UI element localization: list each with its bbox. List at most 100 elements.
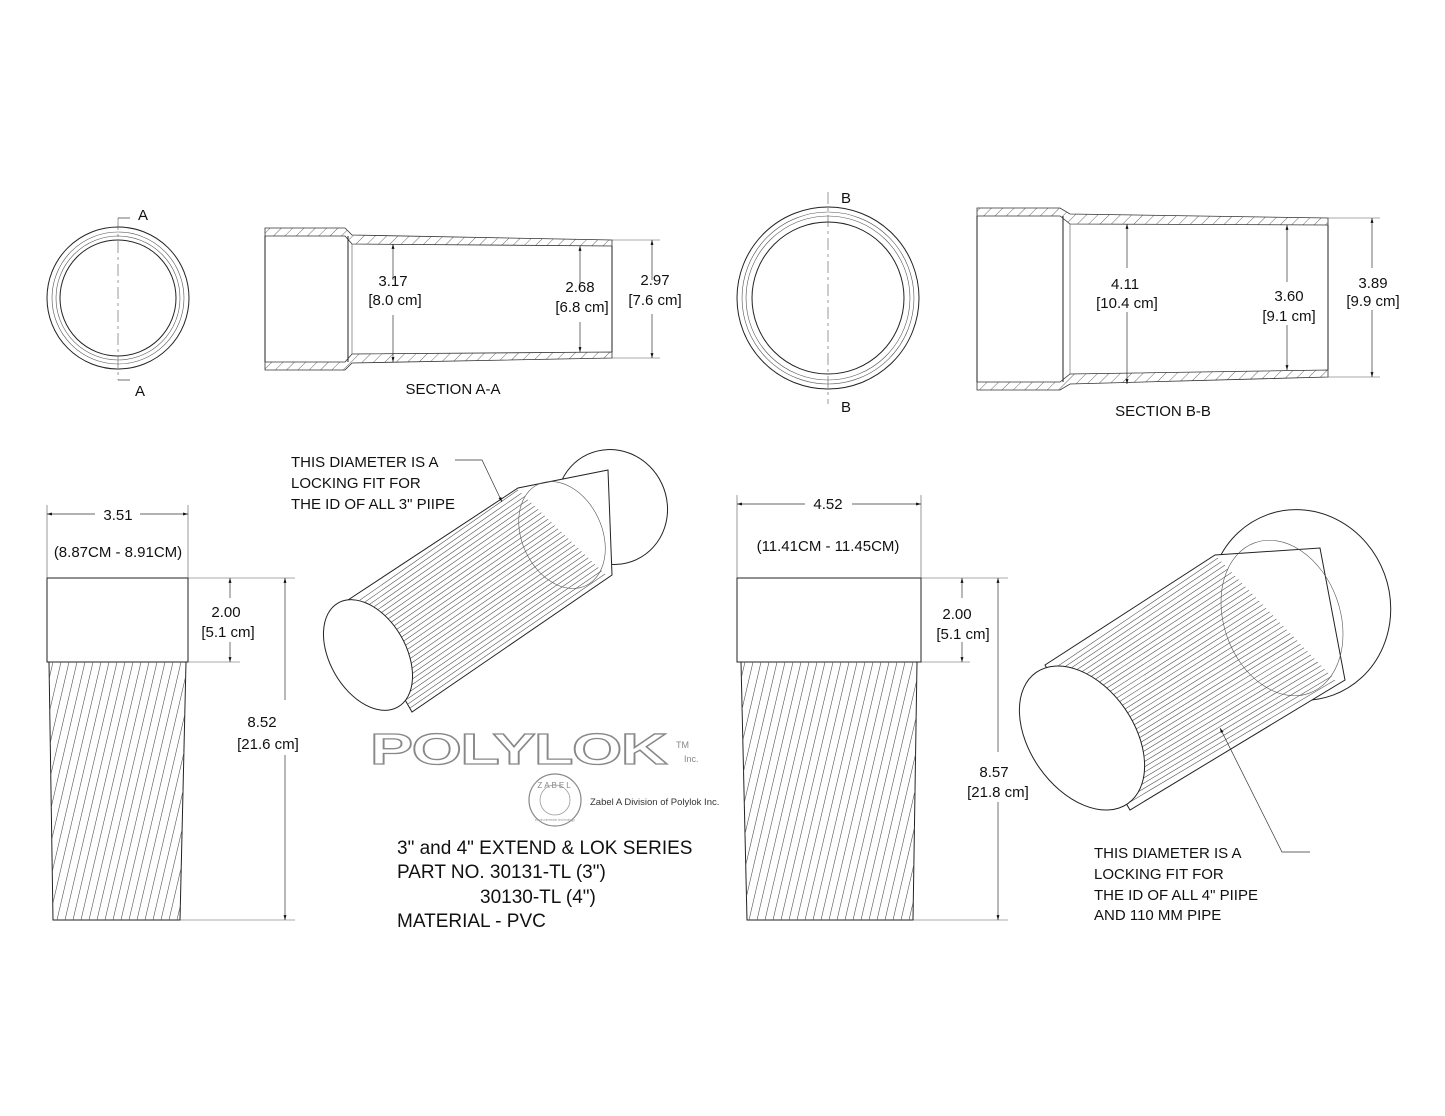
dim-b-inner-entry-metric: [10.4 cm] bbox=[1096, 295, 1158, 312]
rib-line bbox=[409, 573, 606, 709]
rib-line bbox=[1116, 665, 1322, 790]
rib-line bbox=[0, 662, 5, 920]
logo-division: Zabel A Division of Polylok Inc. bbox=[590, 797, 719, 808]
rib-line bbox=[0, 662, 13, 920]
rib-line bbox=[365, 499, 529, 613]
rib-line bbox=[876, 662, 917, 920]
rib-line bbox=[128, 662, 186, 920]
cut-label-a-top: A bbox=[138, 207, 148, 224]
elev-3in-cap-height-metric: [5.1 cm] bbox=[201, 624, 254, 641]
rib-line bbox=[836, 662, 898, 920]
rib-line bbox=[812, 662, 874, 920]
rib-line bbox=[136, 662, 186, 920]
dim-b-inner-entry: 4.11 bbox=[1111, 276, 1139, 293]
rib-line bbox=[120, 662, 182, 920]
cut-label-b-bottom: B bbox=[841, 399, 851, 416]
rib-line bbox=[0, 662, 45, 920]
rib-line bbox=[371, 509, 539, 626]
rib-line bbox=[396, 551, 582, 680]
dim-b-outer-end: 3.89 bbox=[1358, 275, 1387, 292]
rib-line bbox=[844, 662, 906, 920]
rib-line bbox=[1063, 572, 1232, 685]
dim-b-outer-end-metric: [9.9 cm] bbox=[1346, 293, 1399, 310]
rib-line bbox=[390, 541, 572, 667]
rib-line bbox=[828, 662, 890, 920]
polylok-logo: POLYLOK TM Inc. ZABEL environmental tech… bbox=[369, 724, 719, 827]
rib-line bbox=[160, 662, 186, 920]
elev-3in-total-height: 8.52 bbox=[247, 714, 276, 731]
rib-line bbox=[361, 492, 522, 605]
rib-line bbox=[152, 662, 186, 920]
callout-4in-line3: THE ID OF ALL 4" PIIPE bbox=[1094, 887, 1258, 904]
material: MATERIAL - PVC bbox=[397, 911, 546, 932]
rib-line bbox=[0, 662, 21, 920]
rib-line bbox=[49, 662, 78, 920]
rib-line bbox=[49, 662, 62, 920]
cut-label-a-bottom: A bbox=[135, 383, 145, 400]
rib-line bbox=[677, 662, 737, 920]
elev-4in-width: 4.52 bbox=[813, 496, 842, 513]
rib-line bbox=[367, 502, 532, 617]
rib-line bbox=[375, 515, 545, 634]
rib-line bbox=[645, 662, 705, 920]
rib-line bbox=[377, 518, 549, 638]
rib-line bbox=[1114, 661, 1318, 786]
callout-4in-line1: THIS DIAMETER IS A bbox=[1094, 845, 1242, 862]
rib-line bbox=[405, 567, 599, 700]
rib-line bbox=[49, 662, 86, 920]
elev-3in-width: 3.51 bbox=[103, 507, 132, 524]
rib-line bbox=[621, 662, 681, 920]
callout-4in-line2: LOCKING FIT FOR bbox=[1094, 866, 1224, 883]
zabel-seal: ZABEL environmental technology bbox=[528, 773, 582, 827]
rib-line bbox=[1067, 579, 1239, 693]
rib-line bbox=[80, 662, 142, 920]
rib-line bbox=[394, 547, 579, 676]
rib-line bbox=[788, 662, 850, 920]
section-a-a: 3.17 [8.0 cm] 2.68 [6.8 cm] 2.97 [7.6 cm… bbox=[264, 227, 682, 398]
callout-3in-line1: THIS DIAMETER IS A bbox=[291, 454, 439, 471]
rib-line bbox=[404, 564, 596, 696]
rib-line bbox=[860, 662, 917, 920]
callout-3in-line3: THE ID OF ALL 3" PIIPE bbox=[291, 496, 455, 513]
dim-a-inner-entry-metric: [8.0 cm] bbox=[368, 292, 421, 309]
rib-line bbox=[144, 662, 186, 920]
rib-line bbox=[741, 662, 770, 920]
elev-3in-total-height-metric: [21.6 cm] bbox=[237, 736, 299, 753]
dim-a-inner-end: 2.68 bbox=[565, 279, 594, 296]
rib-line bbox=[104, 662, 166, 920]
rib-line bbox=[741, 662, 762, 920]
rib-line bbox=[112, 662, 174, 920]
seal-text: ZABEL bbox=[537, 781, 572, 790]
rib-line bbox=[176, 662, 186, 920]
rib-line bbox=[629, 662, 689, 920]
rib-line bbox=[56, 662, 118, 920]
elev-4in-total-height-metric: [21.8 cm] bbox=[967, 784, 1029, 801]
rib-line bbox=[0, 662, 37, 920]
rib-line bbox=[363, 496, 525, 609]
elev-3in-width-range: (8.87CM - 8.91CM) bbox=[54, 544, 182, 561]
elev-4in-width-range: (11.41CM - 11.45CM) bbox=[757, 538, 900, 555]
rib-line bbox=[1054, 557, 1219, 669]
logo-tm: TM bbox=[676, 740, 689, 750]
elevation-3in: 3.51 (8.87CM - 8.91CM) 2.00 [5.1 cm] 8.5… bbox=[0, 505, 299, 921]
elev-3in-cap-height: 2.00 bbox=[211, 604, 240, 621]
callout-4in-line4: AND 110 MM PIPE bbox=[1094, 907, 1221, 924]
elevation-4in: 4.52 (11.41CM - 11.45CM) 2.00 [5.1 cm] 8… bbox=[621, 495, 1029, 921]
rib-line bbox=[820, 662, 882, 920]
rib-line bbox=[380, 525, 555, 646]
rib-line bbox=[1061, 568, 1229, 681]
rib-line bbox=[402, 560, 592, 692]
rib-line bbox=[741, 662, 778, 920]
rib-line bbox=[1069, 582, 1243, 697]
rib-line bbox=[908, 662, 917, 920]
rib-line bbox=[1058, 564, 1226, 677]
series-title: 3" and 4" EXTEND & LOK SERIES bbox=[397, 838, 692, 859]
rib-line bbox=[804, 662, 866, 920]
rib-line bbox=[384, 531, 562, 655]
rib-line bbox=[369, 505, 535, 622]
cut-label-b-top: B bbox=[841, 190, 851, 207]
elev-4in-cap-height: 2.00 bbox=[942, 606, 971, 623]
elev-4in-cap-height-metric: [5.1 cm] bbox=[936, 626, 989, 643]
rib-line bbox=[900, 662, 917, 920]
